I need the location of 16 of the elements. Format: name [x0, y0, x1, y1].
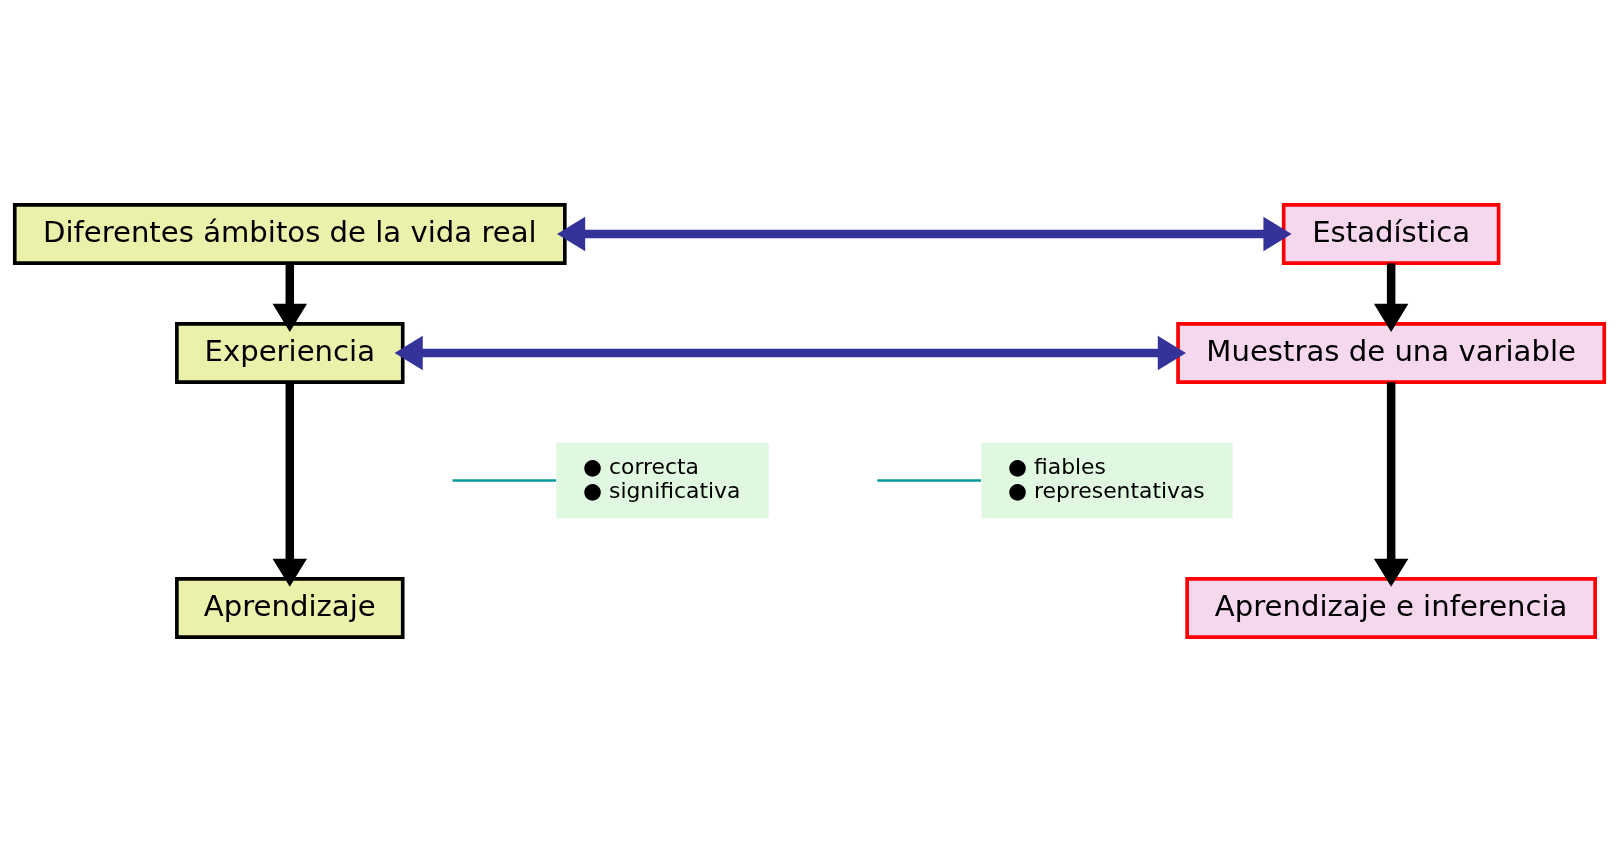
node-box: Aprendizaje — [174, 576, 405, 639]
connector — [876, 478, 981, 482]
node-box: Experiencia — [174, 321, 405, 384]
node-box: ● correcta ● significativa — [555, 442, 769, 518]
arrow — [556, 216, 1292, 251]
connector — [452, 478, 556, 482]
arrow — [394, 335, 1186, 370]
arrow — [1373, 381, 1408, 587]
node-box: Diferentes ámbitos de la vida real — [12, 202, 567, 265]
node-box: Estadística — [1281, 202, 1500, 265]
arrow — [272, 262, 307, 332]
node-box: Aprendizaje e inferencia — [1184, 576, 1597, 639]
node-box: Muestras de una variable — [1175, 321, 1606, 384]
arrow — [1373, 262, 1408, 332]
node-box: ● fiables ● representativas — [980, 442, 1233, 518]
arrow — [272, 381, 307, 587]
